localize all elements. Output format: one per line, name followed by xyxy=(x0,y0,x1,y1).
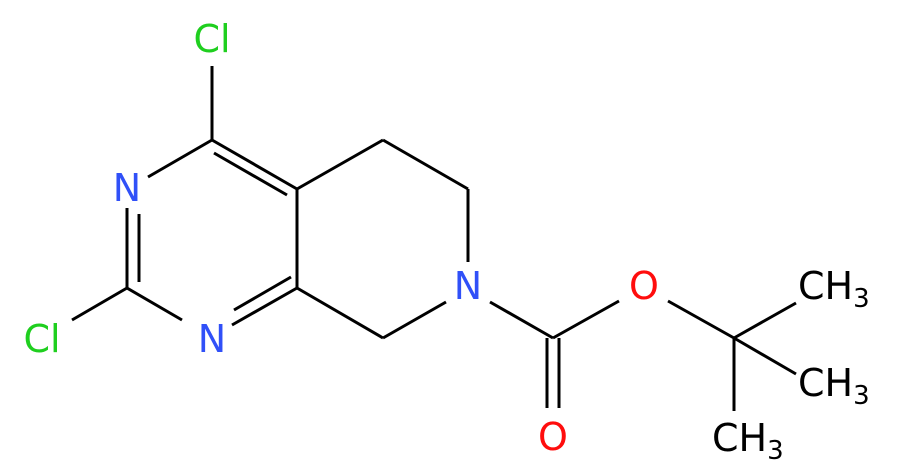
atom-ch3-bottom: CH3 xyxy=(712,416,784,466)
atom-label-layer: Cl N Cl N N O O CH3 CH3 CH3 xyxy=(23,17,869,466)
ch3-bottom-main: CH xyxy=(712,416,767,460)
bond-n7-ccarb xyxy=(489,300,554,340)
bond-ctert-ch3-mid xyxy=(733,336,797,376)
bond-c5-c6 xyxy=(382,138,469,191)
ch3-top-subscript: 3 xyxy=(853,284,870,314)
atom-n-upper: N xyxy=(113,166,141,210)
bond-ctert-ch3-top xyxy=(733,301,797,340)
ch3-bottom-subscript: 3 xyxy=(767,436,784,466)
atom-n-ring: N xyxy=(454,264,482,308)
bond-ccarb-oester xyxy=(552,299,620,340)
atom-o-ester: O xyxy=(629,264,659,308)
bond-n7-c8 xyxy=(382,300,447,340)
bond-c2-cl xyxy=(71,286,128,322)
atom-cl-left: Cl xyxy=(23,317,60,361)
bond-c8-c8a xyxy=(296,286,384,340)
atom-ch3-top: CH3 xyxy=(798,264,870,314)
ch3-top-main: CH xyxy=(798,264,853,308)
ch3-mid-subscript: 3 xyxy=(853,381,870,411)
bond-c4a-c5 xyxy=(296,138,384,191)
bond-c4-n3 xyxy=(147,138,213,179)
bond-c2-n1 xyxy=(126,286,183,322)
atom-cl-top: Cl xyxy=(193,17,230,61)
bond-n1-c8a xyxy=(231,286,298,327)
bond-oester-ctert xyxy=(667,299,735,340)
atom-n-lower: N xyxy=(198,317,226,361)
atom-ch3-mid: CH3 xyxy=(798,361,870,411)
bond-c4a-c4 xyxy=(211,138,298,191)
ch3-mid-main: CH xyxy=(798,361,853,405)
bond-c4a-c4-second xyxy=(213,151,288,197)
bond-layer xyxy=(71,66,797,411)
bond-n1-c8a-second xyxy=(233,275,292,312)
atom-o-carbonyl: O xyxy=(538,415,568,459)
